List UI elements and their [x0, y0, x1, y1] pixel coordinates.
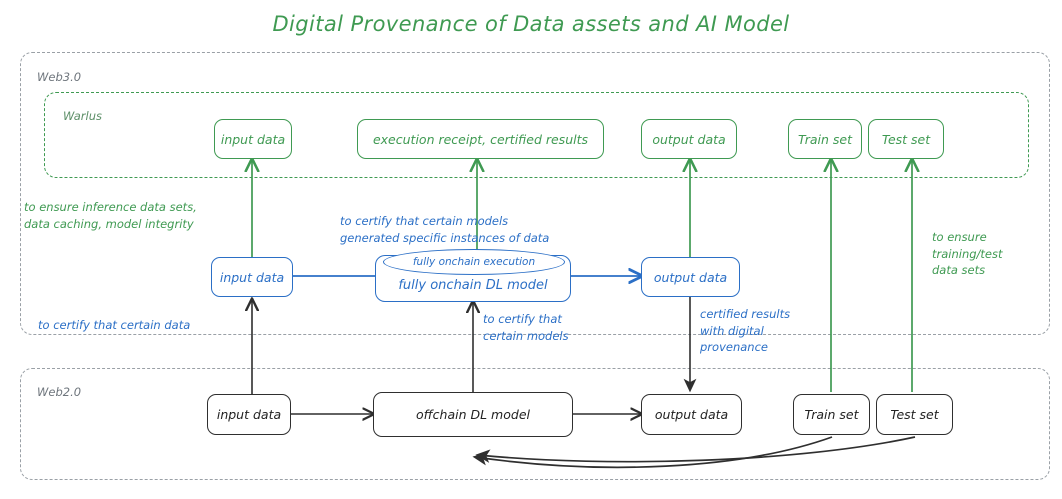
group-web2-label: Web2.0	[34, 385, 85, 399]
annotation-ensure-training: to ensure training/test data sets	[932, 230, 1003, 278]
node-onchain-dl-model[interactable]: fully onchain execution fully onchain DL…	[375, 249, 571, 302]
node-web2-test-set[interactable]: Test set	[876, 394, 953, 435]
node-web2-offchain-model[interactable]: offchain DL model	[373, 392, 573, 437]
node-onchain-input-data[interactable]: input data	[211, 257, 293, 297]
node-warlus-output-data[interactable]: output data	[641, 119, 737, 159]
node-onchain-execution: fully onchain execution	[383, 249, 565, 275]
node-onchain-output-data[interactable]: output data	[641, 257, 740, 297]
page-title: Digital Provenance of Data assets and AI…	[272, 12, 790, 36]
group-warlus	[44, 92, 1029, 178]
annotation-certify-models-generated: to certify that certain models generated…	[340, 214, 550, 245]
arrow-feedback-train	[472, 436, 833, 469]
group-web3-label: Web3.0	[34, 70, 85, 84]
arrow-feedback-test	[475, 436, 916, 463]
node-warlus-test-set[interactable]: Test set	[868, 119, 944, 159]
node-warlus-execution-receipt[interactable]: execution receipt, certified results	[357, 119, 604, 159]
annotation-certified-results: certified results with digital provenanc…	[700, 307, 791, 355]
annotation-inference: to ensure inference data sets, data cach…	[24, 200, 197, 231]
node-warlus-input-data[interactable]: input data	[214, 119, 292, 159]
node-web2-train-set[interactable]: Train set	[793, 394, 870, 435]
group-warlus-label: Warlus	[60, 109, 105, 123]
node-web2-output-data[interactable]: output data	[641, 394, 742, 435]
annotation-certify-models: to certify that certain models	[483, 312, 569, 343]
node-onchain-dl-model-label: fully onchain DL model	[398, 278, 548, 293]
group-web2	[20, 368, 1050, 480]
node-web2-input-data[interactable]: input data	[207, 394, 291, 435]
node-warlus-train-set[interactable]: Train set	[788, 119, 862, 159]
annotation-certify-data: to certify that certain data	[38, 318, 191, 332]
group-web3	[20, 52, 1050, 335]
